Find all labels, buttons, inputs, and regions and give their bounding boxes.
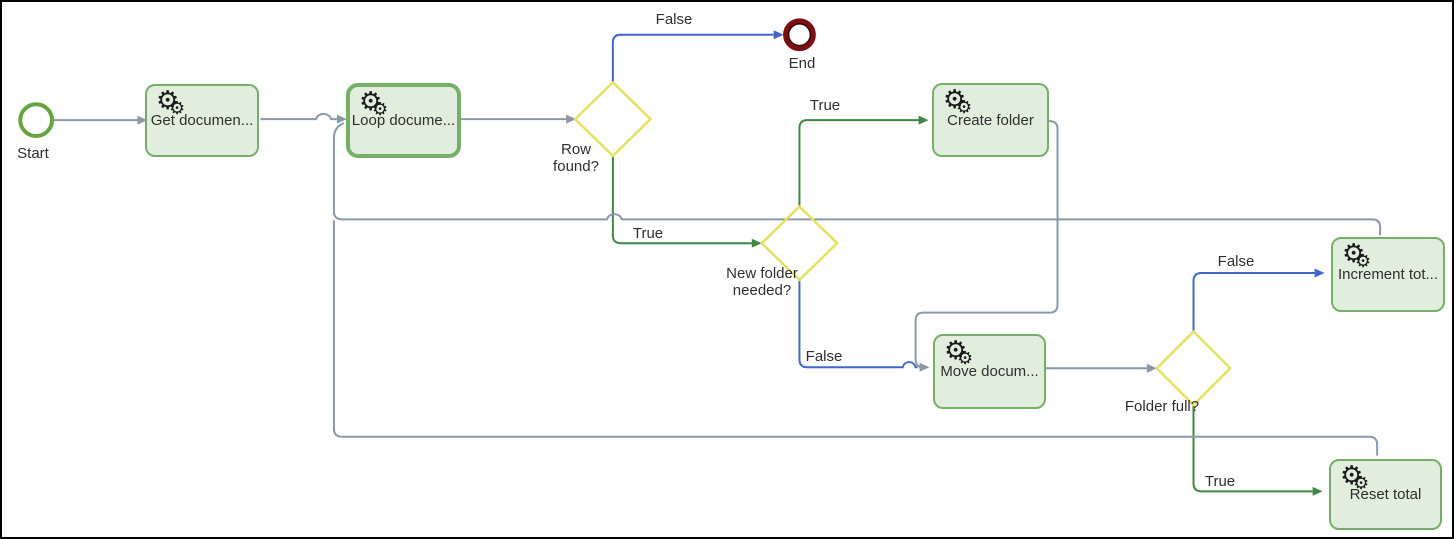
gear-icon: ⚙	[169, 98, 186, 118]
gateway-row-found[interactable]	[573, 81, 652, 158]
flow-get-to-loop[interactable]	[260, 112, 337, 121]
flow-row-false-to-end[interactable]	[611, 33, 774, 83]
start-event[interactable]	[18, 102, 55, 138]
gateway-folder-full[interactable]	[1155, 330, 1232, 407]
gear-icon: ⚙	[1342, 238, 1366, 268]
gear-icon: ⚙	[359, 86, 383, 116]
gear-icon: ⚙	[943, 84, 967, 114]
service-gears-icon: ⚙⚙	[944, 335, 973, 367]
flow-newfolder-false-to-move[interactable]	[798, 279, 918, 369]
flow-create-to-move[interactable]	[914, 120, 1059, 369]
task-increment-total[interactable]: ⚙⚙Increment tot...	[1331, 237, 1445, 312]
service-gears-icon: ⚙⚙	[359, 86, 388, 118]
task-get-documents[interactable]: ⚙⚙Get documen...	[145, 84, 259, 157]
task-loop-documents-label: Loop docume...	[351, 112, 456, 129]
flow-newfolder-true-to-create[interactable]	[798, 119, 919, 207]
flow-loop-to-row-arrowhead	[566, 114, 577, 124]
task-reset-total[interactable]: ⚙⚙Reset total	[1329, 459, 1442, 530]
flow-start-to-get-arrowhead	[137, 115, 148, 125]
flow-increment-loopback[interactable]	[332, 122, 1382, 236]
flow-folderfull-false-to-increment-arrowhead	[1314, 268, 1325, 278]
gear-icon: ⚙	[956, 97, 973, 117]
task-reset-total-label: Reset total	[1349, 486, 1422, 503]
end-event-inner-ring	[787, 23, 812, 47]
flow-move-to-folderfull-arrowhead	[1146, 363, 1157, 373]
flow-get-to-loop-arrowhead	[336, 114, 347, 124]
flow-newfolder-true-to-create-arrowhead	[918, 115, 929, 125]
task-move-documents[interactable]: ⚙⚙Move docum...	[933, 334, 1046, 409]
gear-icon: ⚙	[372, 99, 389, 119]
gear-icon: ⚙	[156, 85, 180, 115]
flow-folderfull-true-to-reset[interactable]	[1192, 404, 1313, 493]
task-create-folder-label: Create folder	[947, 111, 1034, 129]
flow-folderfull-false-to-increment[interactable]	[1192, 271, 1315, 332]
task-loop-documents[interactable]: ⚙⚙Loop docume...	[346, 83, 461, 158]
service-gears-icon: ⚙⚙	[1340, 460, 1369, 492]
end-event[interactable]	[783, 18, 816, 52]
service-gears-icon: ⚙⚙	[1342, 238, 1371, 270]
task-get-documents-label: Get documen...	[150, 112, 254, 129]
task-move-documents-label: Move docum...	[940, 363, 1039, 380]
flow-reset-loopback[interactable]	[332, 220, 1379, 456]
flow-row-true-to-newfolder-arrowhead	[751, 238, 762, 248]
gear-icon: ⚙	[957, 348, 974, 368]
task-create-folder[interactable]: ⚙⚙Create folder	[932, 83, 1049, 157]
gear-icon: ⚙	[1340, 460, 1364, 490]
gear-icon: ⚙	[1355, 251, 1372, 271]
flow-create-to-move-arrowhead	[919, 362, 930, 372]
flow-row-false-to-end-arrowhead	[773, 30, 784, 40]
gateway-new-folder-needed[interactable]	[760, 205, 839, 282]
task-increment-total-label: Increment tot...	[1337, 266, 1439, 283]
flow-folderfull-true-to-reset-arrowhead	[1312, 486, 1323, 496]
service-gears-icon: ⚙⚙	[156, 85, 185, 117]
service-gears-icon: ⚙⚙	[943, 84, 972, 116]
gear-icon: ⚙	[1353, 473, 1370, 493]
flow-row-true-to-newfolder[interactable]	[611, 155, 753, 245]
gear-icon: ⚙	[944, 335, 968, 365]
